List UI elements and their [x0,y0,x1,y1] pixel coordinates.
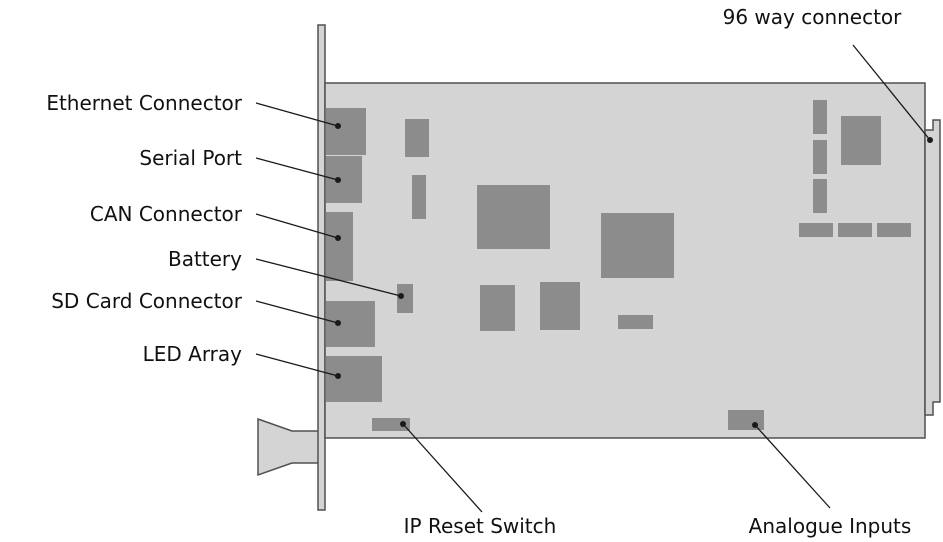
label-battery: Battery [168,247,242,271]
component [838,223,872,237]
dot-sdcard [335,320,341,326]
edge-connector-96way [924,119,941,416]
label-can-connector: CAN Connector [90,202,243,226]
led-array [326,356,382,402]
faceplate-handle [257,417,320,477]
label-serial-port: Serial Port [139,146,242,170]
chip-main [477,185,550,249]
can-connector [326,212,353,281]
dot-serial [335,177,341,183]
component [540,282,580,330]
component [618,315,653,329]
dot-96way [927,137,933,143]
chip-processor [601,213,674,278]
analogue-inputs [728,410,764,430]
component [877,223,911,237]
component [841,116,881,165]
leader-analogue [754,424,831,509]
dot-battery [398,293,404,299]
front-panel [317,24,326,511]
leader-ethernet [255,102,339,127]
leader-sdcard [255,300,339,324]
component [480,285,515,331]
label-ethernet-connector: Ethernet Connector [46,91,242,115]
serial-port [326,156,362,203]
dot-ip-reset [400,421,406,427]
ip-reset-switch [372,418,410,431]
dot-ethernet [335,123,341,129]
battery [397,284,413,313]
dot-led [335,373,341,379]
component [412,175,426,219]
dot-can [335,235,341,241]
component [813,100,827,134]
component [799,223,833,237]
leader-ip-reset [402,423,483,513]
leader-led [255,353,339,377]
sd-card-connector [326,301,375,347]
label-96-way-connector: 96 way connector [723,5,903,29]
leader-96way [852,44,931,141]
label-ip-reset-switch: IP Reset Switch [404,514,557,538]
component [405,119,429,157]
component [813,140,827,174]
leader-can [255,213,339,239]
ethernet-connector [326,108,366,155]
label-sd-card-connector: SD Card Connector [51,289,243,313]
component [813,179,827,213]
label-led-array: LED Array [143,342,243,366]
dot-analogue [752,422,758,428]
label-analogue-inputs: Analogue Inputs [749,514,912,538]
leader-battery [255,258,402,297]
leader-serial [255,157,339,181]
